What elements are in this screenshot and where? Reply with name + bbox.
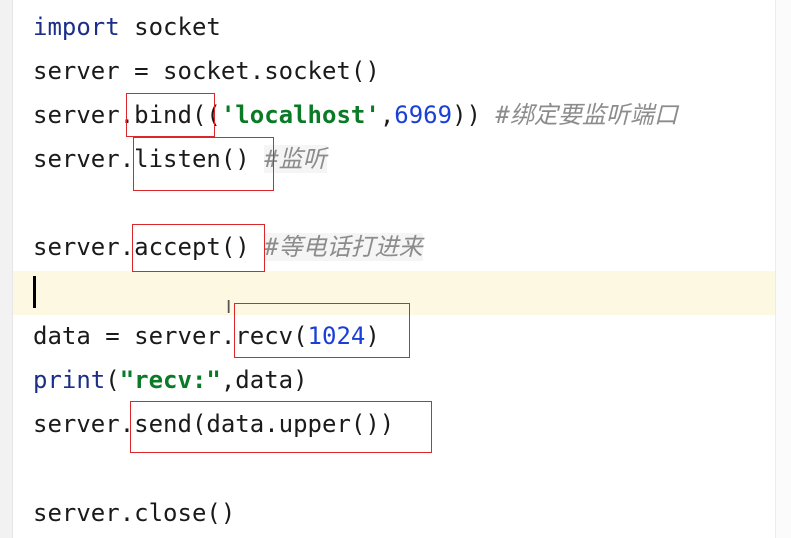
- method-call: .recv(: [220, 322, 308, 350]
- method-call: accept(): [134, 233, 250, 261]
- code-text: server.: [33, 145, 135, 173]
- code-line-2[interactable]: server = socket.socket(): [33, 56, 380, 86]
- code-line-7[interactable]: print("recv:",data): [33, 365, 308, 395]
- code-line-5[interactable]: server.accept() #等电话打进来: [33, 232, 423, 262]
- i-beam-cursor-icon: I: [226, 297, 232, 318]
- annotation-box-accept: [132, 224, 265, 272]
- code-line-4[interactable]: server.listen() #监听: [33, 144, 327, 174]
- annotation-box-send: [130, 401, 432, 453]
- code-text: (: [105, 366, 120, 394]
- method-call: listen(): [134, 145, 250, 173]
- string-literal: "recv:": [119, 366, 221, 394]
- string-literal: 'localhost': [220, 101, 380, 129]
- code-text: ,data): [220, 366, 308, 394]
- current-line-highlight: [13, 271, 775, 315]
- code-text: (: [206, 101, 221, 129]
- comment: #绑定要监听端口: [495, 101, 678, 129]
- method-call: send(data.upper()): [134, 410, 395, 438]
- number-literal: 6969: [394, 101, 453, 129]
- comment: #等电话打进来: [264, 233, 423, 261]
- code-text: )): [452, 101, 481, 129]
- code-text: server: [33, 101, 120, 129]
- code-text: server.: [33, 410, 135, 438]
- annotation-box-bind: [126, 93, 215, 137]
- code-text: data = server: [33, 322, 221, 350]
- text-caret: [33, 276, 36, 308]
- code-text: server.close(): [33, 499, 236, 527]
- keyword: import: [33, 13, 120, 41]
- annotation-box-listen: [133, 137, 274, 191]
- code-line-3[interactable]: server.bind(('localhost',6969)) #绑定要监听端口: [33, 100, 678, 130]
- code-line-6[interactable]: data = server.recv(1024): [33, 321, 380, 351]
- method-call: .bind(: [119, 101, 207, 129]
- code-line-8[interactable]: server.send(data.upper()): [33, 409, 394, 439]
- code-text: ,: [379, 101, 395, 129]
- code-line-1[interactable]: import socket: [33, 12, 221, 42]
- annotation-box-recv: [234, 303, 410, 358]
- builtin-function: print: [33, 366, 106, 394]
- editor-gutter: [0, 0, 13, 538]
- code-text: socket: [119, 13, 221, 41]
- code-text: server = socket.socket(): [33, 57, 380, 85]
- code-text: ): [365, 322, 380, 350]
- comment: #监听: [264, 145, 327, 173]
- code-line-9[interactable]: server.close(): [33, 498, 235, 528]
- number-literal: 1024: [307, 322, 366, 350]
- editor-right-margin: [775, 0, 791, 538]
- code-text: server.: [33, 233, 135, 261]
